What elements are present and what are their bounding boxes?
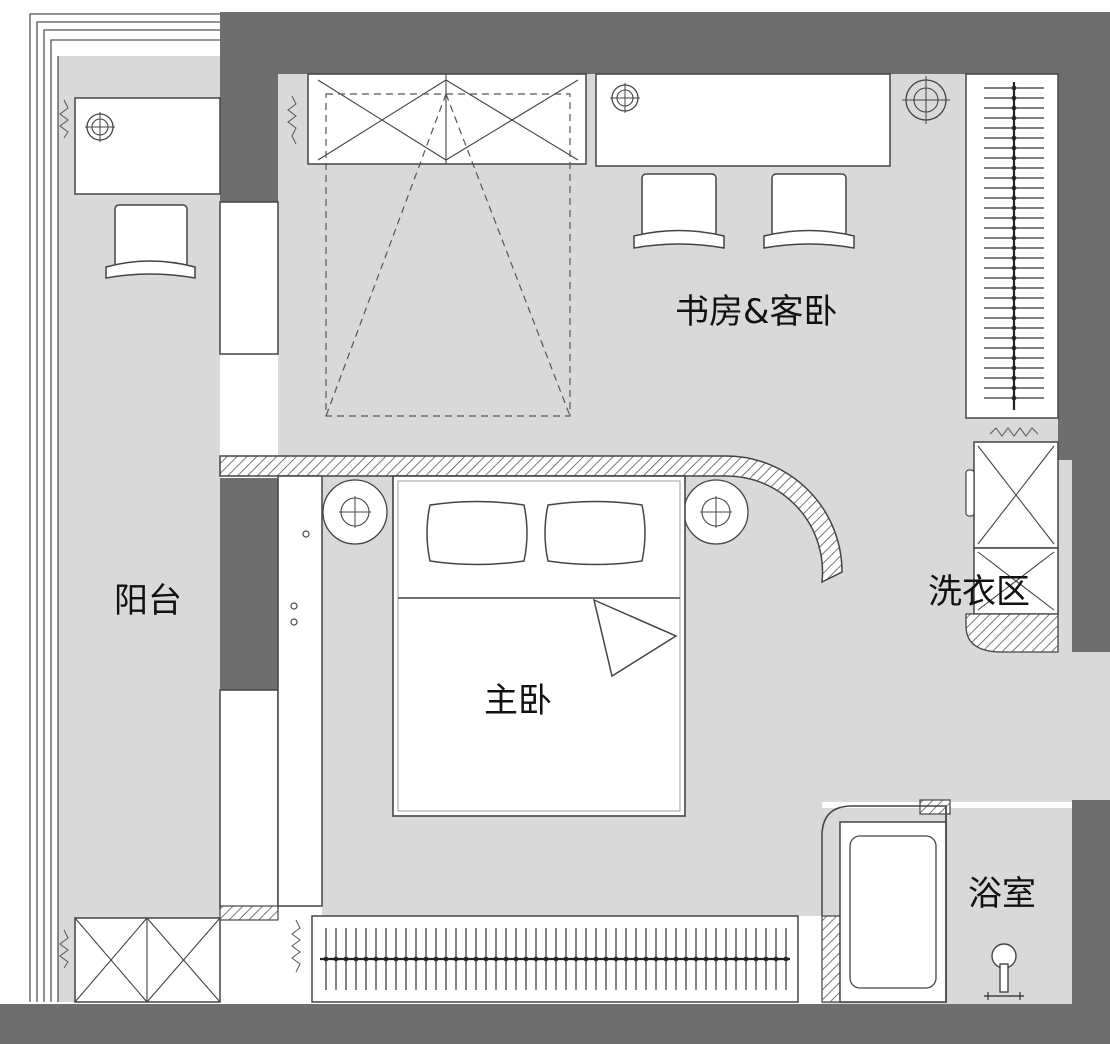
wall-hatch-squiggle: [287, 95, 297, 145]
ceiling-light-icon: [902, 76, 950, 124]
wall-top: [220, 12, 1090, 74]
wall-bottom: [0, 1004, 1110, 1044]
wardrobe-right: [965, 73, 1059, 419]
wall-hatch-squiggle: [59, 99, 69, 139]
floor-drain-icon: [85, 112, 115, 142]
balcony-edge: [29, 13, 220, 1002]
room-label-master: 主卧: [484, 681, 552, 721]
partition-hatch-bottom: [219, 905, 279, 921]
chair-icon: [633, 173, 725, 249]
balcony-floor: [58, 56, 220, 1002]
chair-icon: [763, 173, 855, 249]
balcony-chair-icon: [105, 204, 196, 279]
bottom-wardrobe: [291, 915, 799, 1003]
side-cabinet: [277, 475, 323, 907]
bath-wall-hatch: [821, 915, 841, 1003]
master-floor-lower: [322, 800, 822, 916]
room-label-study-guest: 书房&客卧: [675, 292, 838, 332]
wall-partition-mid: [220, 478, 278, 690]
duvet-fold: [592, 598, 678, 678]
laundry-hatch: [965, 613, 1059, 653]
fold-bed-outline: [325, 93, 571, 417]
curved-partition: [219, 455, 843, 584]
laundry-area: 洗衣区: [928, 427, 1059, 653]
wall-hatch-squiggle: [59, 929, 69, 969]
balcony-cabinet-top: [74, 97, 221, 195]
wall-right-lower: [1072, 800, 1110, 1010]
faucet-icon: [984, 943, 1024, 1000]
shower-frame: [821, 805, 947, 1003]
desk: [595, 73, 891, 167]
room-label-bathroom: 浴室: [968, 874, 1036, 914]
pillow-icon: [426, 500, 528, 566]
wardrobe-cross-icon: [317, 74, 579, 164]
study-guest-room: 书房&客卧: [287, 73, 1059, 419]
balcony: [59, 97, 221, 1003]
cabinet-cross-icon: [74, 917, 221, 1003]
wall-top-cap: [220, 0, 1090, 12]
nightstand-lamp-icon: [683, 479, 749, 545]
nightstand-lamp-icon: [322, 479, 388, 545]
bathroom: 浴室: [821, 799, 1036, 1003]
room-label-balcony: 阳台: [114, 581, 182, 621]
desk-lamp-icon: [610, 83, 640, 113]
pillow-icon: [544, 500, 646, 566]
wall-hatch-squiggle: [291, 919, 301, 973]
wardrobe-top: [307, 73, 587, 165]
hall-floor: [1058, 652, 1110, 800]
wall-partition-upper: [220, 72, 278, 202]
partition-panel-upper: [219, 201, 279, 355]
master-bedroom: 主卧: [219, 455, 843, 907]
room-label-laundry: 洗衣区: [928, 572, 1030, 612]
partition-panel-lower: [219, 689, 279, 909]
wall-hatch-squiggle: [989, 427, 1039, 437]
